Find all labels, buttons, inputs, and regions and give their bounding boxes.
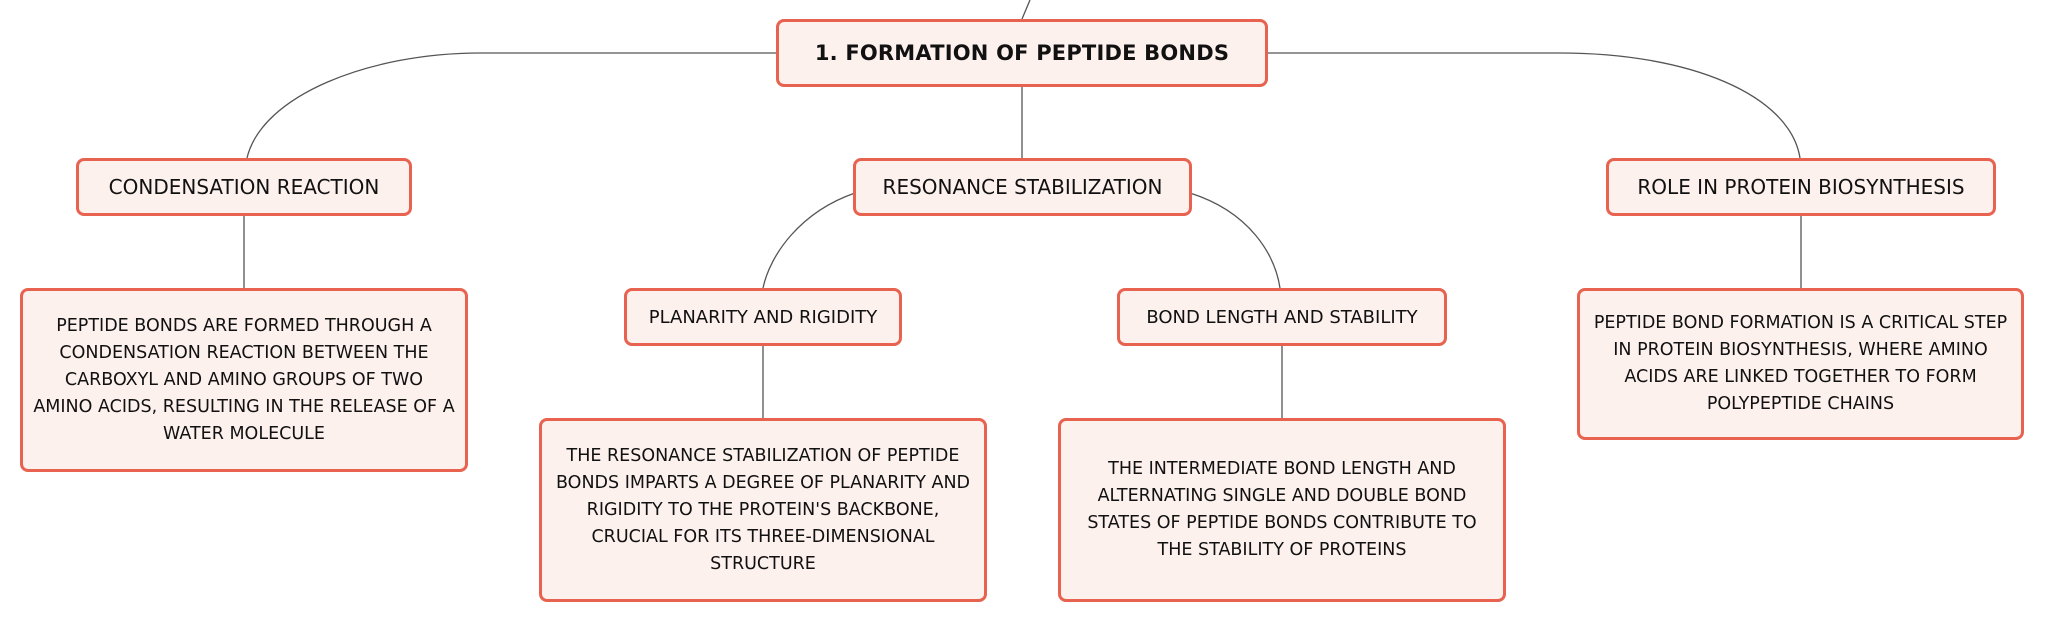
root-topic[interactable]: 1. FORMATION OF PEPTIDE BONDS — [776, 19, 1268, 87]
connector-root-to-biosynthesis — [1268, 52, 1801, 159]
connector-parent-incoming — [1021, 0, 1031, 20]
connector-resonance-to-bond-length — [1189, 192, 1281, 289]
subtopic-bond-length-and-stability-label: BOND LENGTH AND STABILITY — [1146, 306, 1418, 328]
subtopic-bond-length-and-stability[interactable]: BOND LENGTH AND STABILITY — [1117, 288, 1447, 346]
subtopic-planarity-and-rigidity[interactable]: PLANARITY AND RIGIDITY — [624, 288, 902, 346]
detail-role-in-protein-biosynthesis-text: PEPTIDE BOND FORMATION IS A CRITICAL STE… — [1593, 313, 2008, 414]
detail-planarity-and-rigidity[interactable]: THE RESONANCE STABILIZATION OF PEPTIDE B… — [539, 418, 987, 602]
branch-role-in-protein-biosynthesis-label: ROLE IN PROTEIN BIOSYNTHESIS — [1637, 175, 1965, 199]
branch-resonance-stabilization-label: RESONANCE STABILIZATION — [882, 175, 1163, 199]
branch-resonance-stabilization[interactable]: RESONANCE STABILIZATION — [853, 158, 1192, 216]
root-topic-label: 1. FORMATION OF PEPTIDE BONDS — [814, 41, 1230, 65]
detail-condensation-reaction-text: PEPTIDE BONDS ARE FORMED THROUGH A CONDE… — [33, 315, 455, 444]
detail-planarity-and-rigidity-text: THE RESONANCE STABILIZATION OF PEPTIDE B… — [555, 445, 971, 574]
detail-condensation-reaction[interactable]: PEPTIDE BONDS ARE FORMED THROUGH A CONDE… — [20, 288, 468, 472]
subtopic-planarity-and-rigidity-label: PLANARITY AND RIGIDITY — [648, 306, 878, 328]
branch-condensation-reaction[interactable]: CONDENSATION REACTION — [76, 158, 412, 216]
connector-resonance-to-planarity — [762, 192, 856, 289]
branch-condensation-reaction-label: CONDENSATION REACTION — [108, 175, 380, 199]
detail-bond-length-and-stability-text: THE INTERMEDIATE BOND LENGTH AND ALTERNA… — [1087, 459, 1477, 560]
detail-bond-length-and-stability[interactable]: THE INTERMEDIATE BOND LENGTH AND ALTERNA… — [1058, 418, 1506, 602]
branch-role-in-protein-biosynthesis[interactable]: ROLE IN PROTEIN BIOSYNTHESIS — [1606, 158, 1996, 216]
connector-root-to-condensation — [246, 52, 776, 159]
detail-role-in-protein-biosynthesis[interactable]: PEPTIDE BOND FORMATION IS A CRITICAL STE… — [1577, 288, 2024, 440]
